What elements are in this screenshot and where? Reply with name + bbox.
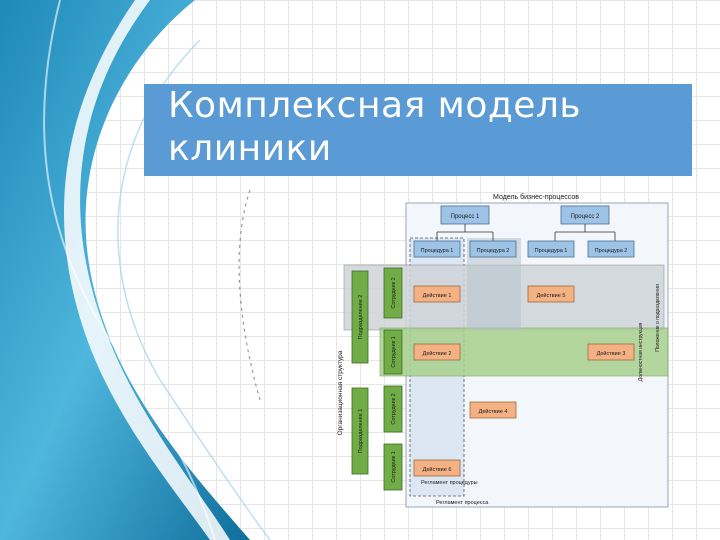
action-box-5	[527, 285, 575, 303]
action-label-5: Действие 5	[537, 292, 566, 299]
action-label-2: Действие 2	[423, 350, 452, 357]
procedure-label-4: Процедура 2	[595, 248, 628, 254]
employee-label-3: Сотрудник 2	[391, 393, 397, 424]
procedure-box-2	[469, 240, 517, 258]
employee-label-1: Сотрудник 2	[391, 277, 397, 308]
title-line-2: клиники	[168, 128, 332, 169]
procedure-label-1: Процедура 1	[421, 248, 454, 254]
employee-label-4: Сотрудник 1	[391, 451, 397, 482]
process-label-1: Процесс 1	[451, 214, 480, 220]
swoosh-blue-shape	[0, 0, 250, 540]
action-label-4: Действие 4	[479, 408, 508, 415]
reglament-procedure-label: Регламент процедуры	[421, 480, 478, 486]
procedure-box-3	[527, 240, 575, 258]
procedure-box-4	[587, 240, 635, 258]
title-bar	[144, 84, 692, 176]
swoosh-white-stripe	[63, 0, 231, 540]
action-label-1: Действие 1	[423, 292, 452, 299]
action-box-6	[413, 459, 461, 477]
action-box-3	[587, 343, 635, 361]
org-structure-label: Организационная структура	[337, 350, 344, 435]
action-label-6: Действие 6	[423, 466, 452, 473]
slide-title: Комплексная модель клиники	[168, 84, 688, 170]
swoosh-dotted-line	[238, 189, 261, 401]
diagram-header: Модель бизнес-процессов	[493, 193, 579, 201]
department-label-2: Подразделение 2	[358, 295, 364, 340]
action-box-1	[413, 285, 461, 303]
employee-label-2: Сотрудник 1	[391, 336, 397, 367]
action-label-3: Действие 3	[597, 350, 626, 357]
procedure-box-1	[413, 240, 461, 258]
department-box-1	[351, 387, 369, 475]
procedure-label-3: Процедура 1	[535, 248, 568, 254]
employee-box-1-dept1	[383, 443, 403, 491]
action-box-4	[469, 401, 517, 419]
employee-box-2-dept1	[383, 385, 403, 433]
process-1-connector	[436, 224, 494, 241]
right-label-instruction: Должностная инструкция	[638, 322, 644, 381]
process-label-2: Процесс 2	[571, 214, 600, 220]
process-2-connector	[554, 224, 616, 241]
department-label-1: Подразделение 1	[358, 409, 364, 454]
employee-box-1-dept2	[383, 329, 403, 375]
employee-box-2-dept2	[383, 267, 403, 319]
reglament-process-label: Регламент процесса	[436, 500, 489, 506]
clinic-model-diagram: Модель бизнес-процессов Процесс 1 Процес…	[337, 193, 669, 508]
department-box-2	[351, 270, 369, 364]
procedure-label-2: Процедура 2	[477, 248, 510, 254]
action-box-2	[413, 343, 461, 361]
right-label-regulation: Положение о подразделении	[655, 284, 661, 352]
title-line-1: Комплексная модель	[168, 85, 582, 126]
